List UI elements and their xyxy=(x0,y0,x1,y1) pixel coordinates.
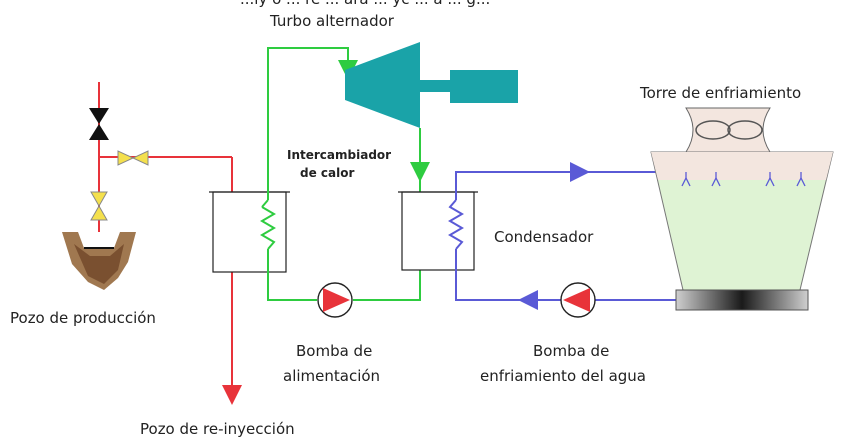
feed-pump-icon xyxy=(317,282,353,318)
feed-pump-label-2: alimentación xyxy=(283,367,380,385)
turbine-label: Turbo alternador xyxy=(269,12,395,30)
feed-pump-label-1: Bomba de xyxy=(296,342,372,360)
generator-icon xyxy=(450,70,518,103)
cooling-pump-label-1: Bomba de xyxy=(533,342,609,360)
condenser xyxy=(398,191,478,271)
heat-exchanger-label-1: Intercambiador xyxy=(287,148,391,162)
cooling-pump-icon xyxy=(560,282,596,318)
production-well-label: Pozo de producción xyxy=(10,309,156,327)
header-partial-text: ...ly o ... re ... ara ... yc ... a ... … xyxy=(240,0,490,8)
heat-exchanger xyxy=(209,191,290,273)
yellow-valve-horizontal-icon xyxy=(117,150,149,166)
well-ground-icon xyxy=(62,232,136,290)
reinjection-well-label: Pozo de re-inyección xyxy=(140,420,295,438)
cooling-tower-label: Torre de enfriamiento xyxy=(639,84,801,102)
cooling-pump-label-2: enfriamiento del agua xyxy=(480,367,646,385)
turbine-icon xyxy=(345,42,450,128)
condenser-label: Condensador xyxy=(494,228,594,246)
black-valve-icon xyxy=(89,108,109,140)
heat-exchanger-label-2: de calor xyxy=(300,166,354,180)
yellow-valve-vertical-icon xyxy=(90,191,108,221)
cooling-tower-icon xyxy=(650,107,834,311)
